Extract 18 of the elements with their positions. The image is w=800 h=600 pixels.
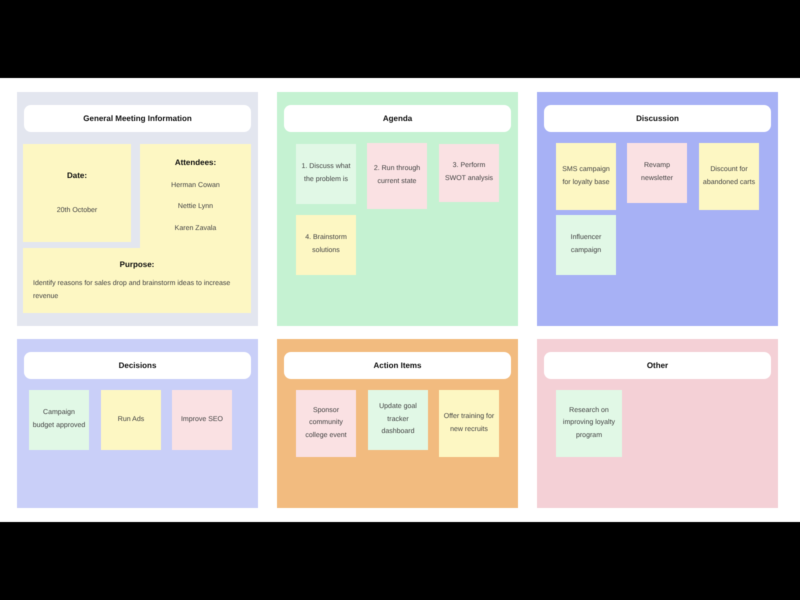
note-heading: Attendees:	[174, 157, 216, 170]
board-panel	[537, 339, 778, 508]
board-panel	[277, 92, 518, 326]
panel-header: Discussion	[544, 105, 771, 132]
board-panel	[17, 92, 258, 326]
sticky-note	[140, 144, 251, 248]
sticky-note	[23, 248, 251, 313]
panel-header: General Meeting Information	[24, 105, 251, 132]
note-heading: Date:	[66, 170, 87, 182]
sticky-note	[23, 144, 131, 242]
panel-header: Decisions	[24, 352, 251, 379]
board-panel	[277, 339, 518, 508]
panel-header: Other	[544, 352, 771, 379]
panel-header: Action Items	[284, 352, 511, 379]
panel-header: Agenda	[284, 105, 511, 132]
board-panel	[17, 339, 258, 508]
note-heading: Purpose:	[118, 258, 156, 271]
board-panel	[537, 92, 778, 326]
